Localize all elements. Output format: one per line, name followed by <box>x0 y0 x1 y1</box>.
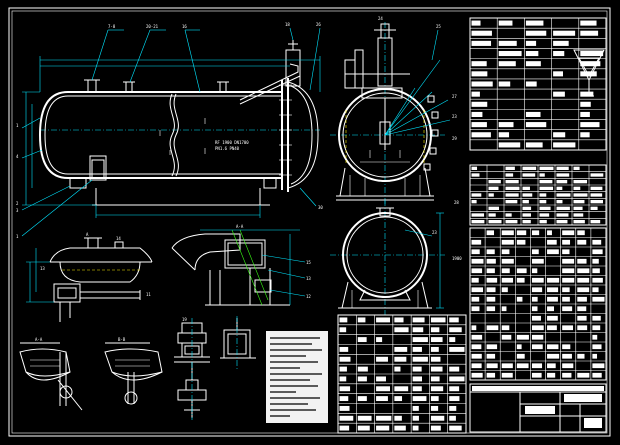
svg-text:18: 18 <box>285 22 290 27</box>
svg-text:3: 3 <box>16 208 19 213</box>
svg-text:2: 2 <box>16 201 19 206</box>
svg-text:14: 14 <box>116 236 121 241</box>
svg-text:1900: 1900 <box>452 256 462 261</box>
front-elevation: RF 1900 DN1700 PN1.6 PN40 7-8 20-21 <box>16 22 323 239</box>
svg-text:30: 30 <box>318 205 323 210</box>
svg-text:4: 4 <box>16 154 19 159</box>
svg-text:7-8: 7-8 <box>108 24 116 29</box>
svg-text:26: 26 <box>316 22 321 27</box>
svg-text:25: 25 <box>436 24 441 29</box>
title-block <box>469 383 607 433</box>
svg-text:1: 1 <box>16 123 19 128</box>
left-detail-label: A-A <box>35 337 43 342</box>
svg-text:A: A <box>86 232 89 237</box>
drawing-frame <box>8 7 611 437</box>
cross-section: 23 1900 <box>330 200 462 315</box>
parts-list-table <box>469 227 607 381</box>
svg-text:27: 27 <box>452 94 457 99</box>
svg-text:PN1.6 PN40: PN1.6 PN40 <box>215 146 240 151</box>
svg-text:29: 29 <box>452 136 457 141</box>
nozzle-table <box>469 164 607 226</box>
design-data-table <box>469 17 607 151</box>
svg-text:20-21: 20-21 <box>146 24 159 29</box>
svg-text:11: 11 <box>146 292 151 297</box>
svg-text:RF 1900 DN1700: RF 1900 DN1700 <box>215 140 249 145</box>
svg-text:23: 23 <box>432 230 437 235</box>
svg-text:1: 1 <box>16 234 19 239</box>
flange-detail-b: B-B <box>104 337 163 405</box>
flange-detail-a: A-A <box>19 337 83 411</box>
saddle-detail: A-A 15 13 12 <box>171 224 311 306</box>
svg-text:19: 19 <box>182 317 187 322</box>
right-detail-label: B-B <box>118 337 126 342</box>
end-view: 24 25 27 23 29 28 <box>330 16 459 205</box>
svg-text:A-A: A-A <box>236 224 244 229</box>
parts-list-left-table <box>337 314 467 434</box>
svg-text:13: 13 <box>306 276 311 281</box>
technical-notes <box>266 331 328 423</box>
manhole-detail: 19 <box>174 316 256 420</box>
svg-text:16: 16 <box>182 24 187 29</box>
svg-text:13: 13 <box>40 266 45 271</box>
svg-text:23: 23 <box>452 114 457 119</box>
nozzle-detail: A 11 13 14 <box>26 232 153 322</box>
svg-text:12: 12 <box>306 294 311 299</box>
cone-symbol <box>573 49 605 97</box>
table-group <box>337 17 607 434</box>
svg-text:15: 15 <box>306 260 311 265</box>
svg-text:24: 24 <box>378 16 383 21</box>
svg-text:28: 28 <box>454 200 459 205</box>
